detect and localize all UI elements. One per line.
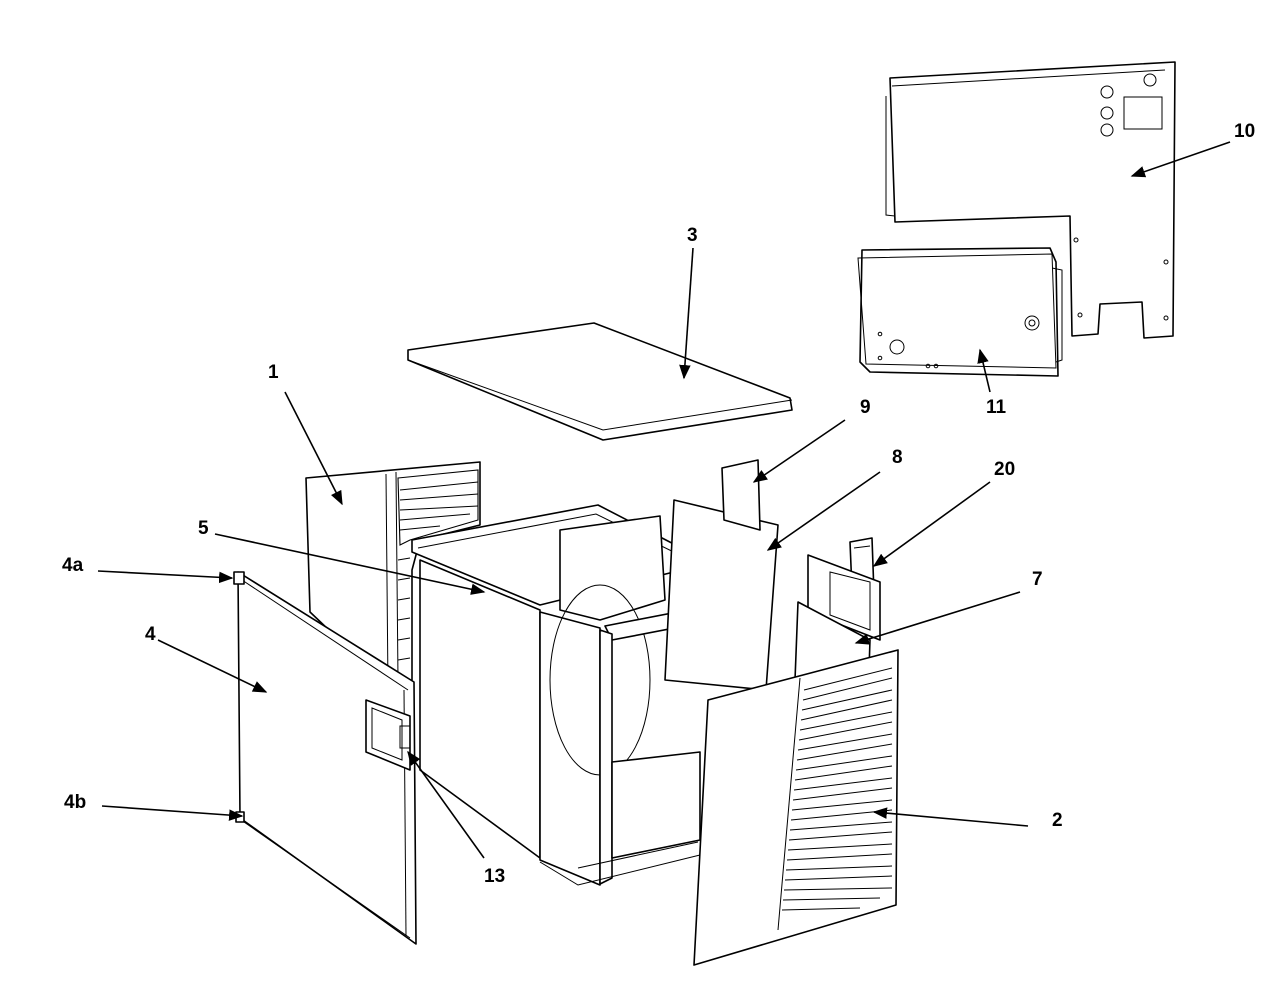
label-5: 5 [198,518,209,539]
leader-7 [854,591,1021,645]
leader-10 [1130,141,1231,178]
label-20: 20 [994,459,1015,480]
door-handle [365,699,411,771]
part-8-divider-panel [664,499,779,691]
callout-labels: 10 11 3 1 9 8 20 7 5 4a 4 4b 13 2 [62,121,1255,887]
part-3-top-panel [407,322,793,441]
label-2: 2 [1052,810,1063,831]
leader-13 [407,750,485,859]
label-11: 11 [986,397,1007,418]
right-louver [781,667,893,911]
label-7: 7 [1032,569,1043,590]
leader-lines [97,141,1231,859]
leader-1 [284,391,343,506]
label-13: 13 [484,866,505,887]
label-10: 10 [1234,121,1255,142]
leader-11 [977,348,991,393]
part-4-front-door [233,571,417,945]
label-9: 9 [860,397,871,418]
label-8: 8 [892,447,903,468]
label-4: 4 [145,624,156,645]
leader-4b [101,805,244,821]
label-3: 3 [687,225,698,246]
part-9-vertical-panel [721,459,761,531]
cabinet-body [411,504,769,886]
part-10-back-panel [885,61,1176,339]
label-4a: 4a [62,555,84,576]
leader-2 [872,807,1029,827]
leader-4 [157,639,268,693]
leader-5 [214,533,486,595]
label-4b: 4b [64,792,86,813]
leader-20 [872,481,991,567]
label-1: 1 [268,362,279,383]
part-11-control-box [857,247,1063,377]
leader-8 [766,471,881,551]
part-2-right-side-panel [693,649,899,966]
part-1-left-side-panel [305,461,481,691]
leader-9 [752,419,846,483]
left-louver [397,469,479,661]
leader-4a [97,570,234,584]
leader-3 [679,247,694,380]
